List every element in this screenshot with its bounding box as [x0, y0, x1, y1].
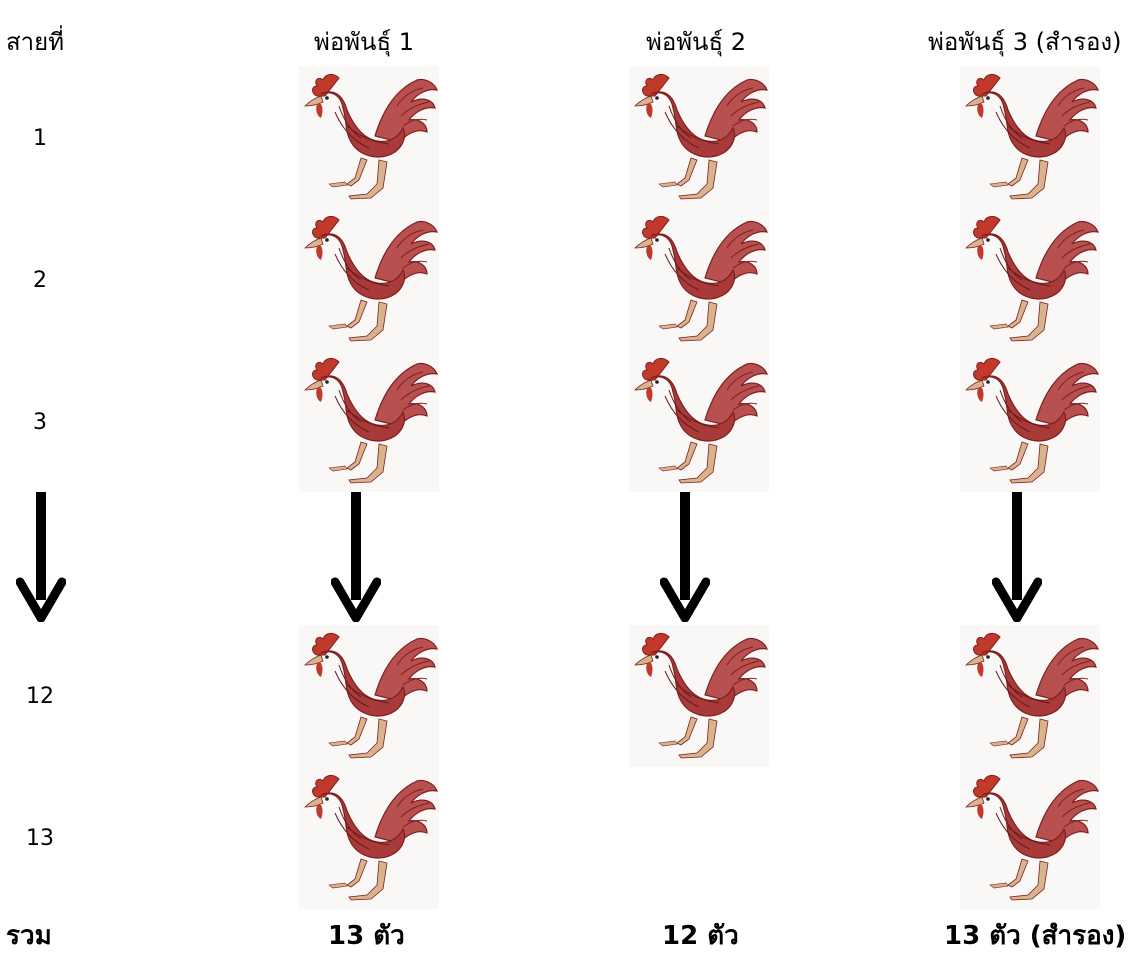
row-label-2: 2 — [33, 268, 47, 293]
header-line-label: สายที่ — [6, 28, 65, 56]
rooster-icon — [629, 350, 769, 492]
arrow-down-icon — [331, 492, 381, 622]
rooster-icon — [629, 208, 769, 350]
row-label-3: 3 — [33, 410, 47, 435]
rooster-icon — [299, 767, 439, 909]
rooster-icon — [299, 625, 439, 767]
row-label-1: 1 — [33, 126, 47, 151]
total-sire-3: 13 ตัว (สำรอง) — [944, 921, 1127, 951]
rooster-icon — [960, 208, 1100, 350]
arrow-down-icon — [992, 492, 1042, 622]
header-sire-2: พ่อพันธุ์ 2 — [646, 28, 747, 56]
header-sire-3: พ่อพันธุ์ 3 (สำรอง) — [928, 28, 1122, 56]
rooster-icon — [960, 66, 1100, 208]
rooster-icon — [299, 66, 439, 208]
row-label-12: 12 — [26, 684, 54, 709]
total-sire-2: 12 ตัว — [662, 921, 739, 951]
header-sire-1: พ่อพันธุ์ 1 — [314, 28, 415, 56]
rooster-icon — [960, 625, 1100, 767]
rooster-icon — [960, 767, 1100, 909]
rooster-icon — [299, 208, 439, 350]
row-label-13: 13 — [26, 826, 54, 851]
arrow-down-icon — [660, 492, 710, 622]
total-label: รวม — [6, 921, 52, 951]
arrow-down-icon — [16, 492, 66, 622]
total-sire-1: 13 ตัว — [328, 921, 405, 951]
rooster-icon — [960, 350, 1100, 492]
rooster-icon — [299, 350, 439, 492]
rooster-icon — [629, 625, 769, 767]
rooster-icon — [629, 66, 769, 208]
